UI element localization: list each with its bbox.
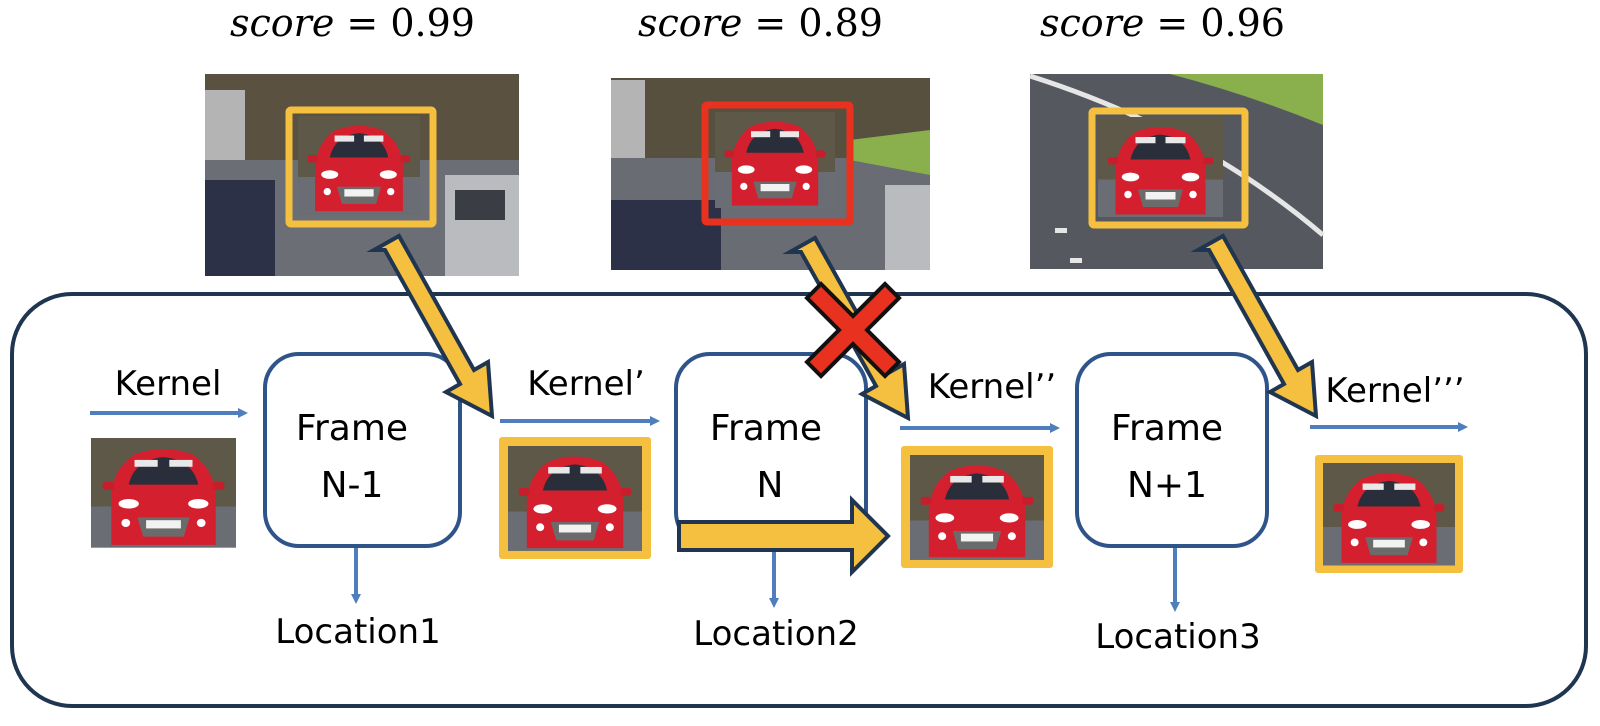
kernel-update-arrow-1 [366,233,495,420]
svg-text:score = 0.89: score = 0.89 [638,1,883,45]
frame-label-line1: Frame [1111,408,1223,449]
detection-box [285,106,437,228]
scene-photo-2 [611,78,930,270]
kernel-thumbnail-1 [499,437,651,559]
kernel-label-3: Kernel’’’ [1325,371,1464,411]
score-var: score [230,1,334,45]
frame-box-n: Frame N [674,352,868,548]
score-eq: = [334,1,390,45]
kernel-thumbnail-0 [91,438,236,548]
score-label-1: score = 0.99 [230,1,475,45]
location-label-1: Location1 [275,612,440,652]
kernel-label-0: Kernel [115,364,222,404]
scene-photo-3 [1029,73,1325,269]
svg-text:score = 0.99: score = 0.99 [230,1,475,45]
kernel-label-1: Kernel’ [527,364,645,404]
score-eq: = [1144,1,1200,45]
kernel-thumbnail-2 [901,446,1053,568]
score-value: 0.96 [1200,1,1285,45]
score-var: score [1040,1,1144,45]
frame-label-line2: N+1 [1127,465,1207,506]
kernel-carry-forward-arrow [677,495,891,577]
tracker-container [10,292,1588,708]
frame-label-line1: Frame [710,408,822,449]
kernel-thumbnail-3 [1315,455,1463,573]
frame-box-n-plus-1: Frame N+1 [1075,352,1269,548]
kernel-update-arrow-3 [1190,233,1319,420]
detection-box [1088,107,1249,229]
frame-box-n-1: Frame N-1 [263,352,462,548]
frame-label-line2: N-1 [321,465,384,506]
score-value: 0.99 [390,1,475,45]
score-value: 0.89 [798,1,883,45]
red-x-icon [804,281,902,379]
score-label-3: score = 0.96 [1040,1,1285,45]
score-eq: = [742,1,798,45]
frame-label-line2: N [757,465,784,506]
score-var: score [638,1,742,45]
frame-label-line1: Frame [296,408,408,449]
location-label-2: Location2 [693,614,858,654]
rejected-detection-box [701,101,854,226]
svg-text:score = 0.96: score = 0.96 [1040,1,1285,45]
location-label-3: Location3 [1095,617,1260,657]
scene-photo-1 [205,74,519,276]
score-label-2: score = 0.89 [638,1,883,45]
kernel-label-2: Kernel’’ [928,367,1056,407]
